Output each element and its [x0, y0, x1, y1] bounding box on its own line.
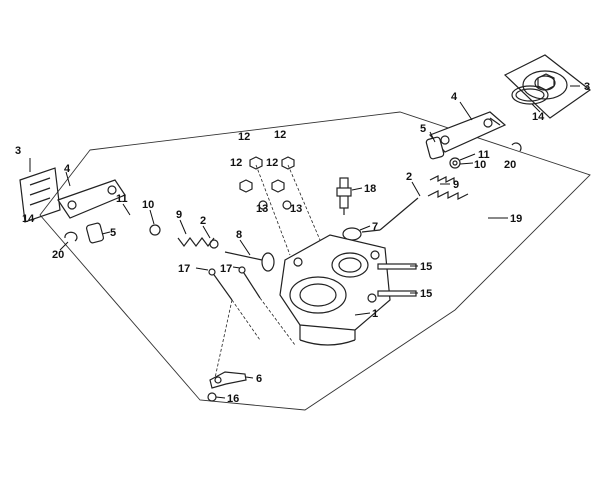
label-11-right: 11 — [478, 149, 490, 161]
spring-retainer-right — [449, 157, 461, 169]
label-20-right: 20 — [504, 159, 516, 171]
label-7: 7 — [372, 221, 378, 233]
label-9-right: 9 — [453, 179, 459, 191]
label-16: 16 — [227, 393, 239, 405]
label-15-b: 15 — [420, 288, 432, 300]
long-bolts — [208, 266, 261, 301]
valve-cover-left — [19, 167, 61, 223]
rocker-shaft-right — [425, 136, 445, 160]
rocker-arm-left — [57, 179, 126, 219]
label-5-left: 5 — [110, 227, 116, 239]
guide-lines — [214, 164, 321, 379]
callout-labels: 3 14 4 5 11 10 20 9 2 7 19 18 12 12 12 1… — [15, 81, 590, 405]
label-12-d: 12 — [266, 157, 278, 169]
label-1: 1 — [372, 308, 378, 320]
label-6: 6 — [256, 373, 262, 385]
label-4-right: 4 — [451, 91, 458, 103]
label-17-a: 17 — [178, 263, 190, 275]
circlip-left — [64, 231, 78, 242]
label-8: 8 — [236, 229, 242, 241]
label-2-left: 2 — [200, 215, 206, 227]
label-3-left: 3 — [15, 145, 21, 157]
valve-spring-left — [177, 237, 215, 247]
cylinder-head — [279, 234, 391, 346]
leader-lines — [29, 85, 580, 399]
label-13-a: 13 — [256, 203, 268, 215]
label-14-right: 14 — [532, 111, 545, 123]
label-12-c: 12 — [230, 157, 242, 169]
label-14-left: 14 — [22, 213, 35, 225]
label-15-a: 15 — [420, 261, 432, 273]
label-2-right: 2 — [406, 171, 412, 183]
label-11-left: 11 — [116, 193, 128, 205]
label-9-left: 9 — [176, 209, 182, 221]
label-3-right: 3 — [584, 81, 590, 93]
rocker-shaft-left — [85, 222, 105, 244]
valve-spring-right — [427, 175, 469, 200]
label-4-left: 4 — [64, 163, 71, 175]
label-18: 18 — [364, 183, 376, 195]
spring-retainer-left — [149, 224, 161, 236]
label-19: 19 — [510, 213, 522, 225]
label-10-right: 10 — [474, 159, 486, 171]
valve-left — [209, 239, 275, 272]
o-ring-right — [511, 85, 549, 105]
label-5-right: 5 — [420, 123, 426, 135]
label-20-left: 20 — [52, 249, 64, 261]
bolt-16 — [207, 392, 217, 402]
label-13-b: 13 — [290, 203, 302, 215]
decompression-lever — [209, 371, 247, 389]
label-10-left: 10 — [142, 199, 154, 211]
label-17-b: 17 — [220, 263, 232, 275]
valve-right — [342, 197, 419, 241]
label-12-a: 12 — [238, 131, 250, 143]
cylinder-nuts — [239, 156, 295, 210]
label-12-b: 12 — [274, 129, 286, 141]
circlip-right — [511, 142, 522, 152]
spark-plug — [336, 177, 352, 215]
assembly-frame — [39, 111, 591, 411]
